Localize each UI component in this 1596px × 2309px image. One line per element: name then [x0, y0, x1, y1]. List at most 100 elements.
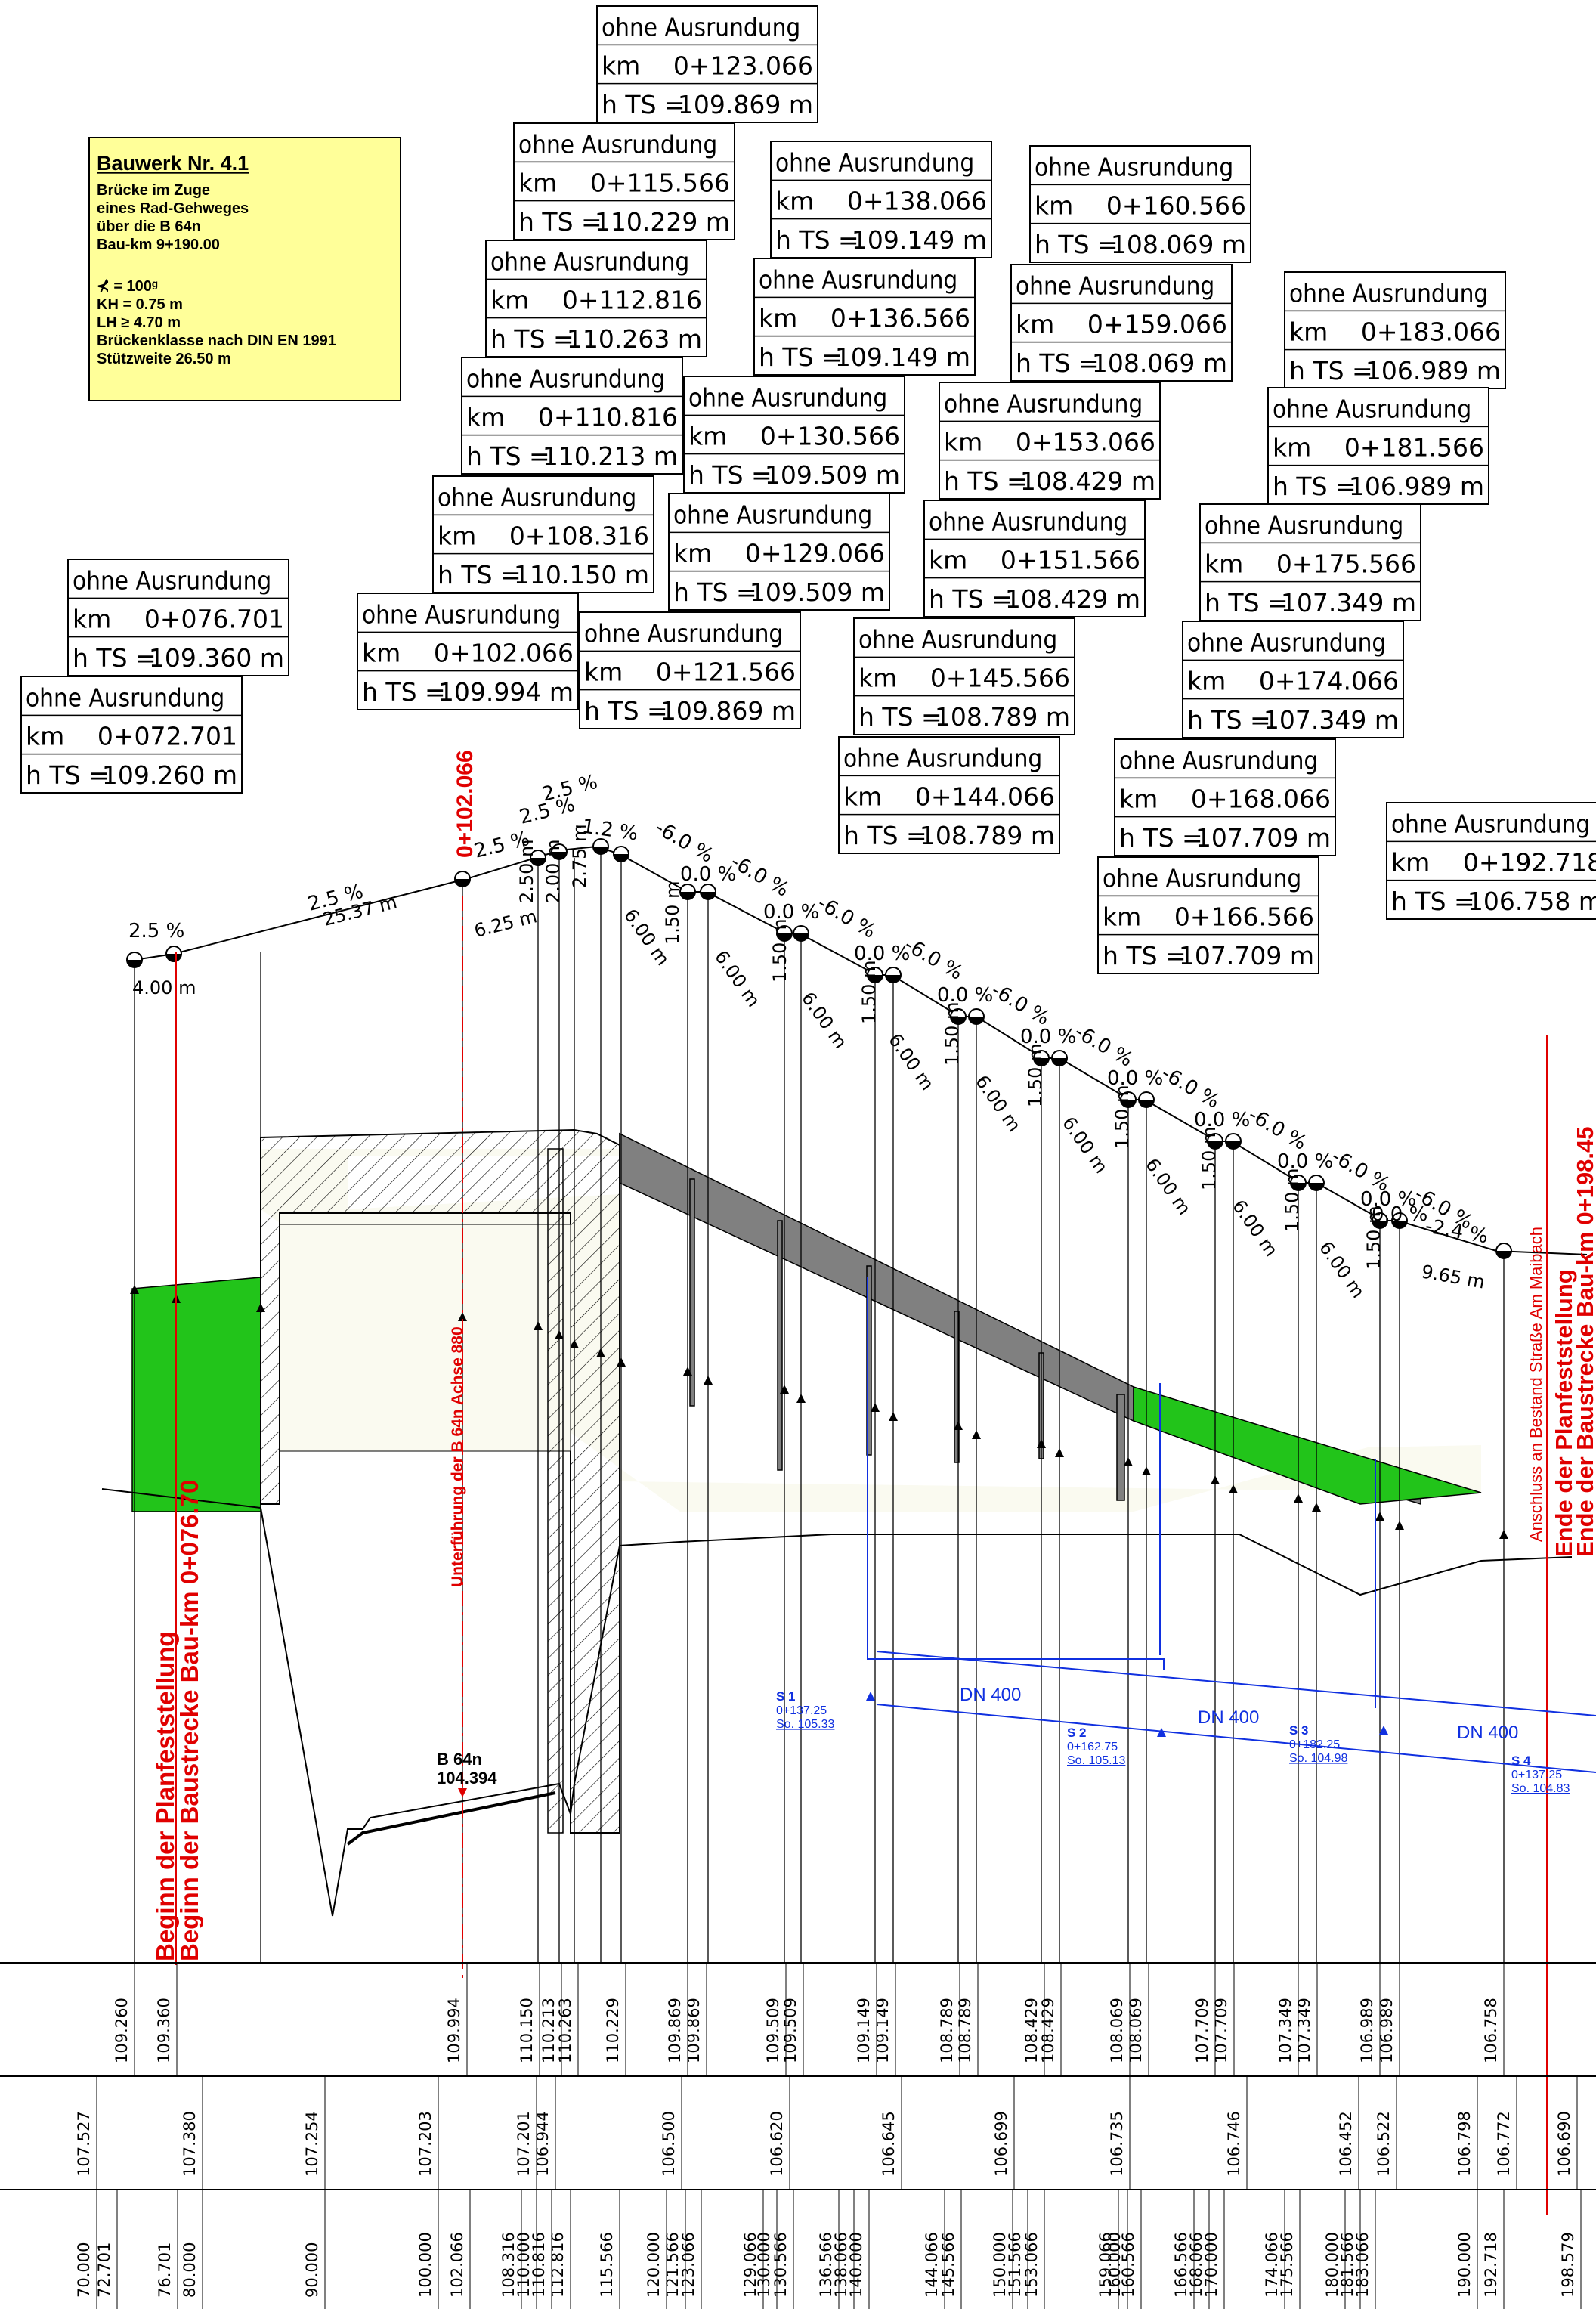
- height-box-km: 0+072.701: [97, 722, 237, 751]
- gradient-label: 2.5 %: [128, 920, 184, 942]
- ground-height-cell: 106.690: [1555, 2111, 1573, 2177]
- design-height-cell: 106.989: [1378, 1998, 1396, 2063]
- height-box-frame: [753, 258, 976, 376]
- height-box-km: 0+136.566: [830, 304, 970, 333]
- height-box-h-prefix: h TS =: [858, 702, 942, 732]
- height-box-frame: [1114, 738, 1336, 856]
- ground-height-cell: 106.522: [1375, 2111, 1393, 2177]
- road-name: B 64n: [437, 1750, 482, 1769]
- height-box-h-prefix: h TS =: [438, 560, 521, 590]
- station-cell: 174.066: [1263, 2232, 1281, 2298]
- design-height-cell: 108.069: [1108, 1998, 1126, 2063]
- station-arrow: [458, 1312, 467, 1321]
- station-arrow: [1037, 1439, 1046, 1448]
- gradient-label: 0.0 %: [937, 984, 993, 1007]
- ground-height-cell: 106.645: [880, 2111, 898, 2177]
- height-box-frame: [513, 122, 735, 240]
- grade-point-half: [455, 879, 470, 887]
- shaft-km: 0+137.25: [776, 1704, 827, 1717]
- height-box-km-label: km: [518, 169, 557, 198]
- height-box-frame: [1182, 621, 1404, 738]
- height-box-km-label: km: [688, 422, 727, 451]
- height-box-frame: [668, 493, 890, 611]
- station-cell: 159.066: [1096, 2232, 1115, 2298]
- height-box-label: ohne Ausrundung: [929, 506, 1127, 536]
- pipe-label: DN 400: [1457, 1722, 1518, 1743]
- height-box-label: ohne Ausrundung: [688, 382, 887, 412]
- gradient-label: 0.0 %: [1020, 1026, 1076, 1048]
- ground-height-cell: 106.699: [992, 2111, 1010, 2177]
- length-label: 4.00 m: [132, 977, 196, 998]
- height-box-h: 108.069 m: [1111, 230, 1246, 259]
- station-arrow: [1055, 1448, 1064, 1457]
- design-height-cell: 109.360: [155, 1998, 173, 2063]
- height-box-h: 110.150 m: [514, 560, 649, 590]
- design-height-cell: 109.869: [685, 1998, 703, 2063]
- height-box-h: 108.429 m: [1020, 466, 1155, 496]
- height-box-km-label: km: [1289, 317, 1328, 347]
- station-arrow: [570, 1339, 579, 1348]
- ground-height-cell: 106.944: [534, 2111, 552, 2177]
- station-cell: 170.000: [1202, 2232, 1220, 2298]
- station-cell: 102.066: [448, 2232, 466, 2298]
- height-box-h-prefix: h TS =: [929, 584, 1013, 614]
- station-cell: 183.066: [1353, 2232, 1372, 2298]
- station-arrow: [555, 1330, 564, 1339]
- height-box-frame: [20, 676, 243, 794]
- design-height-cell: 108.429: [1022, 1998, 1041, 2063]
- height-box-h: 109.360 m: [149, 643, 284, 673]
- length-label: 2.00 m: [543, 840, 564, 903]
- height-box-h-prefix: h TS =: [944, 466, 1028, 496]
- end-label-1: Ende der Planfeststellung: [1551, 1269, 1577, 1557]
- length-label: 1.50 m: [858, 961, 880, 1024]
- length-label: 1.50 m: [942, 1002, 963, 1066]
- height-box-h-prefix: h TS =: [759, 342, 843, 372]
- length-label: 1.50 m: [1199, 1127, 1220, 1190]
- height-box-frame: [1029, 145, 1251, 263]
- height-box-km: 0+129.066: [745, 539, 885, 568]
- design-height-cell: 110.263: [556, 1998, 574, 2063]
- shaft-so: So. 105.13: [1067, 1754, 1126, 1767]
- structure-info-box: Bauwerk Nr. 4.1 Brücke im Zuge eines Rad…: [88, 137, 401, 401]
- station-arrow: [1499, 1530, 1508, 1539]
- height-box-label: ohne Ausrundung: [1391, 809, 1590, 838]
- design-height-cell: 109.509: [764, 1998, 782, 2063]
- station-cell: 72.701: [95, 2242, 113, 2298]
- station-arrow: [972, 1430, 981, 1439]
- height-box-h-prefix: h TS =: [1187, 705, 1271, 735]
- height-box-km-label: km: [843, 782, 882, 812]
- height-box-h: 109.509 m: [750, 577, 885, 607]
- abutment-core: [279, 1224, 571, 1452]
- right-embankment: [1133, 1385, 1482, 1505]
- height-box-km-label: km: [1035, 191, 1073, 221]
- height-box-km: 0+121.566: [656, 658, 796, 687]
- height-box-frame: [939, 382, 1161, 500]
- height-box-km-label: km: [929, 546, 967, 575]
- height-box-label: ohne Ausrundung: [1273, 394, 1471, 423]
- station-arrow: [617, 1357, 626, 1367]
- height-box-km: 0+160.566: [1106, 191, 1246, 221]
- grade-point-half: [593, 847, 608, 854]
- height-box-km-label: km: [1103, 902, 1141, 932]
- station-arrow: [780, 1385, 789, 1394]
- bridge-deck-main: [619, 1132, 1134, 1422]
- abutment-wall: [260, 1128, 620, 1834]
- height-box-label: ohne Ausrundung: [673, 500, 872, 529]
- station-cell: 150.000: [991, 2232, 1009, 2298]
- abutment-pier: [547, 1148, 564, 1834]
- station-arrow: [1312, 1503, 1321, 1512]
- station-arrow: [871, 1403, 880, 1412]
- station-cell: 130.566: [772, 2232, 790, 2298]
